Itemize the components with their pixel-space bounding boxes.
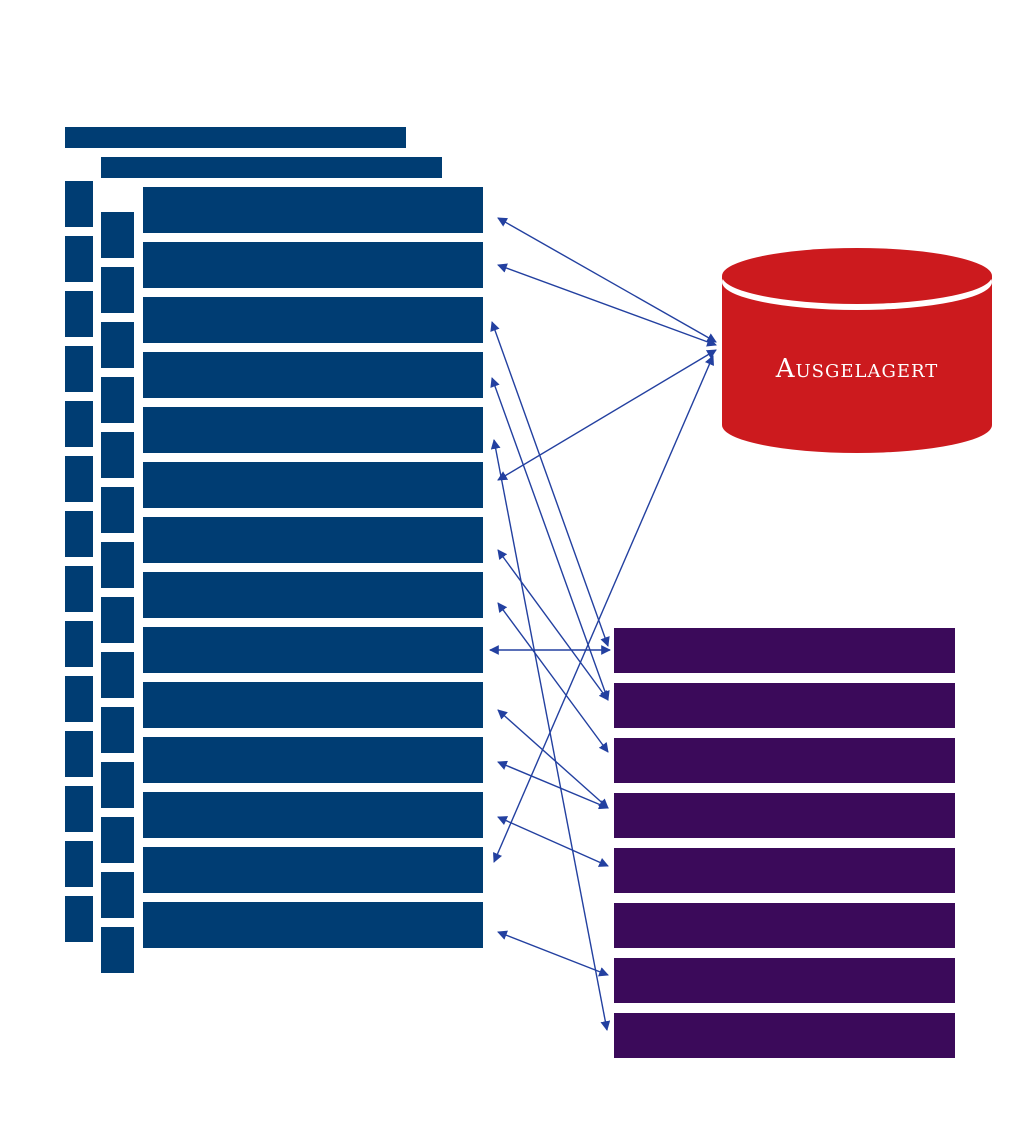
mapping-arrows: [489, 217, 717, 1031]
mapping-arrow: [497, 263, 717, 347]
middle-stack-row: [101, 927, 134, 973]
frame-row: [614, 958, 955, 1003]
mapping-arrow: [497, 760, 609, 810]
page-row: [143, 242, 483, 288]
physical-frames: [614, 628, 955, 1058]
page-row: [143, 572, 483, 618]
back-stack-row: [65, 511, 93, 557]
middle-stack-row: [101, 377, 134, 423]
middle-stack-row: [101, 597, 134, 643]
cylinder-top: [722, 248, 992, 304]
frame-row: [614, 793, 955, 838]
back-stack-row: [65, 401, 93, 447]
frame-row: [614, 1013, 955, 1058]
middle-stack-row: [101, 212, 134, 258]
page-row: [143, 737, 483, 783]
middle-stack-row: [101, 872, 134, 918]
frame-row: [614, 628, 955, 673]
middle-stack-header: [101, 157, 442, 178]
mapping-arrow: [497, 930, 609, 977]
back-stack-row: [65, 731, 93, 777]
cylinder-body: [722, 276, 992, 453]
middle-stack-row: [101, 817, 134, 863]
swap-storage-cylinder: Ausgelagert: [722, 248, 992, 453]
page-row: [143, 792, 483, 838]
back-stack-row: [65, 896, 93, 942]
page-row: [143, 682, 483, 728]
frame-row: [614, 738, 955, 783]
middle-stack-row: [101, 322, 134, 368]
back-stack-row: [65, 181, 93, 227]
mapping-arrow: [490, 439, 611, 1031]
back-stack-row: [65, 841, 93, 887]
storage-label: Ausgelagert: [775, 354, 939, 384]
frame-row: [614, 903, 955, 948]
back-stack-row: [65, 676, 93, 722]
back-stack-row: [65, 236, 93, 282]
middle-stack-row: [101, 267, 134, 313]
mapping-arrow: [497, 349, 717, 481]
page-row: [143, 407, 483, 453]
middle-stack-row: [101, 652, 134, 698]
page-row: [143, 627, 483, 673]
page-row: [143, 297, 483, 343]
middle-stack-row: [101, 487, 134, 533]
page-row: [143, 847, 483, 893]
middle-stack-row: [101, 542, 134, 588]
back-stack-row: [65, 621, 93, 667]
middle-stack-row: [101, 707, 134, 753]
back-stack-row: [65, 566, 93, 612]
back-stack-row: [65, 291, 93, 337]
page-row: [143, 902, 483, 948]
mapping-arrow: [497, 217, 717, 343]
back-stack-row: [65, 346, 93, 392]
page-row: [143, 462, 483, 508]
middle-stack-row: [101, 762, 134, 808]
page-table-stacks: [65, 127, 483, 973]
back-stack-row: [65, 456, 93, 502]
back-stack-header: [65, 127, 406, 148]
back-stack-row: [65, 786, 93, 832]
middle-stack-row: [101, 432, 134, 478]
page-row: [143, 517, 483, 563]
mapping-arrow: [490, 377, 610, 701]
page-row: [143, 187, 483, 233]
frame-row: [614, 848, 955, 893]
frame-row: [614, 683, 955, 728]
page-row: [143, 352, 483, 398]
mapping-arrow: [490, 321, 610, 647]
mapping-arrow: [497, 816, 609, 867]
